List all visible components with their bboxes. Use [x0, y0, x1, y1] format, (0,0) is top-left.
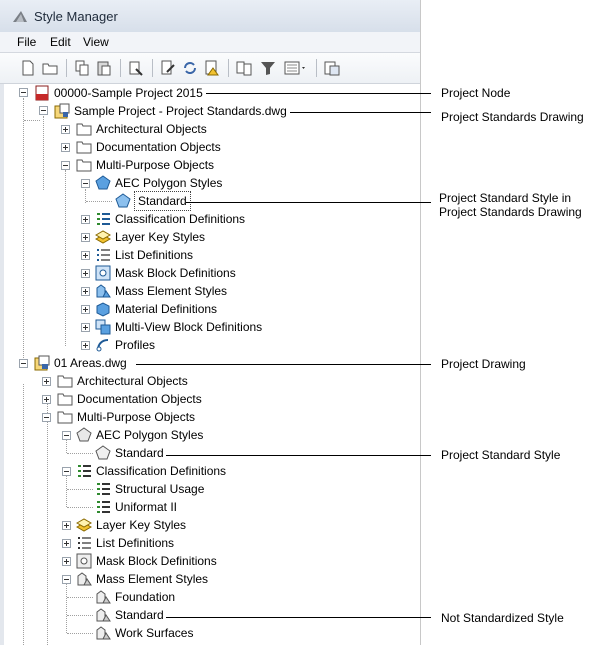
callout-line-project-standard-style [166, 455, 431, 456]
expand-toggle[interactable] [81, 323, 90, 332]
title-bar: Style Manager [0, 0, 420, 33]
toolbar [0, 53, 420, 84]
open-icon[interactable] [42, 60, 58, 76]
expand-toggle[interactable] [61, 125, 70, 134]
expand-toggle[interactable] [61, 143, 70, 152]
classification-icon [97, 501, 110, 513]
expand-toggle[interactable] [42, 395, 51, 404]
expand-toggle[interactable] [62, 557, 71, 566]
menu-edit[interactable]: Edit [50, 35, 71, 49]
callout-not-standardized: Not Standardized Style [441, 611, 564, 625]
purge-icon[interactable] [128, 60, 144, 76]
toggle-view-icon[interactable] [324, 60, 340, 76]
app-icon [13, 11, 27, 22]
callout-project-standard-style: Project Standard Style [441, 448, 561, 462]
left-border [0, 84, 4, 645]
callout-standard-style-line1: Project Standard Style in [439, 191, 572, 205]
audit-icon[interactable] [204, 60, 220, 76]
drawing-icon [34, 355, 50, 371]
polygon-icon [115, 193, 131, 208]
collapse-toggle[interactable] [39, 106, 48, 115]
polygon-icon [76, 427, 92, 442]
collapse-toggle[interactable] [19, 359, 28, 368]
folder-icon [57, 375, 73, 388]
layer-key-icon [76, 518, 92, 532]
project-icon [35, 85, 49, 101]
toolbar-separator [152, 59, 153, 77]
profile-icon [96, 339, 109, 352]
collapse-toggle[interactable] [19, 88, 28, 97]
folder-open-icon [76, 159, 92, 172]
callout-line-standard-style [186, 202, 431, 203]
folder-icon [57, 393, 73, 406]
view-options-icon[interactable] [284, 60, 308, 76]
expand-toggle[interactable] [42, 377, 51, 386]
standards-drawing-icon [54, 103, 70, 119]
style-manager-window: Style Manager File Edit View [0, 0, 421, 645]
callout-line-project-drawing [136, 364, 431, 365]
layer-key-icon [95, 230, 111, 244]
polygon-icon [95, 175, 111, 190]
callout-line-not-standardized [166, 617, 431, 618]
classification-icon [97, 483, 110, 495]
copy-icon[interactable] [74, 60, 90, 76]
material-icon [96, 302, 110, 317]
filter-icon[interactable] [260, 60, 276, 76]
collapse-toggle[interactable] [61, 161, 70, 170]
callout-line-standards-drawing [290, 112, 431, 113]
new-icon[interactable] [20, 60, 36, 76]
polygon-icon [95, 445, 111, 460]
callout-standard-style-line2: Project Standards Drawing [439, 205, 582, 219]
collapse-toggle[interactable] [62, 467, 71, 476]
callout-line-project-node [206, 93, 431, 94]
mass-element-icon [96, 626, 111, 640]
collapse-toggle[interactable] [62, 575, 71, 584]
toolbar-separator [316, 59, 317, 77]
mass-element-icon [96, 284, 111, 298]
edit-style-icon[interactable] [160, 60, 176, 76]
expand-toggle[interactable] [62, 539, 71, 548]
window-title: Style Manager [34, 9, 118, 24]
menu-view[interactable]: View [83, 35, 109, 49]
toolbar-separator [228, 59, 229, 77]
sync-icon[interactable] [182, 60, 198, 76]
mass-element-icon [96, 608, 111, 622]
collapse-toggle[interactable] [81, 179, 90, 188]
menu-file[interactable]: File [17, 35, 37, 49]
callout-project-node: Project Node [441, 86, 511, 100]
expand-toggle[interactable] [62, 521, 71, 530]
multi-view-block-icon [95, 319, 111, 335]
menu-bar: File Edit View [0, 32, 420, 53]
list-icon [97, 249, 110, 261]
expand-toggle[interactable] [81, 251, 90, 260]
collapse-toggle[interactable] [42, 413, 51, 422]
toolbar-separator [66, 59, 67, 77]
compare-icon[interactable] [236, 60, 252, 76]
toolbar-separator [120, 59, 121, 77]
paste-icon[interactable] [96, 60, 112, 76]
mask-block-icon [76, 553, 92, 569]
callout-project-drawing: Project Drawing [441, 357, 526, 371]
folder-icon [76, 123, 92, 136]
mass-element-icon [77, 572, 92, 586]
mask-block-icon [95, 265, 111, 281]
folder-icon [76, 141, 92, 154]
expand-toggle[interactable] [81, 287, 90, 296]
mass-element-icon [96, 590, 111, 604]
expand-toggle[interactable] [81, 233, 90, 242]
expand-toggle[interactable] [81, 269, 90, 278]
collapse-toggle[interactable] [62, 431, 71, 440]
style-tree: 00000-Sample Project 2015 Sample Project… [0, 84, 420, 645]
classification-icon [78, 465, 91, 477]
expand-toggle[interactable] [81, 215, 90, 224]
folder-open-icon [57, 411, 73, 424]
callout-standards-drawing: Project Standards Drawing [441, 110, 584, 124]
list-icon [78, 537, 91, 549]
classification-icon [97, 213, 110, 225]
expand-toggle[interactable] [81, 305, 90, 314]
expand-toggle[interactable] [81, 341, 90, 350]
